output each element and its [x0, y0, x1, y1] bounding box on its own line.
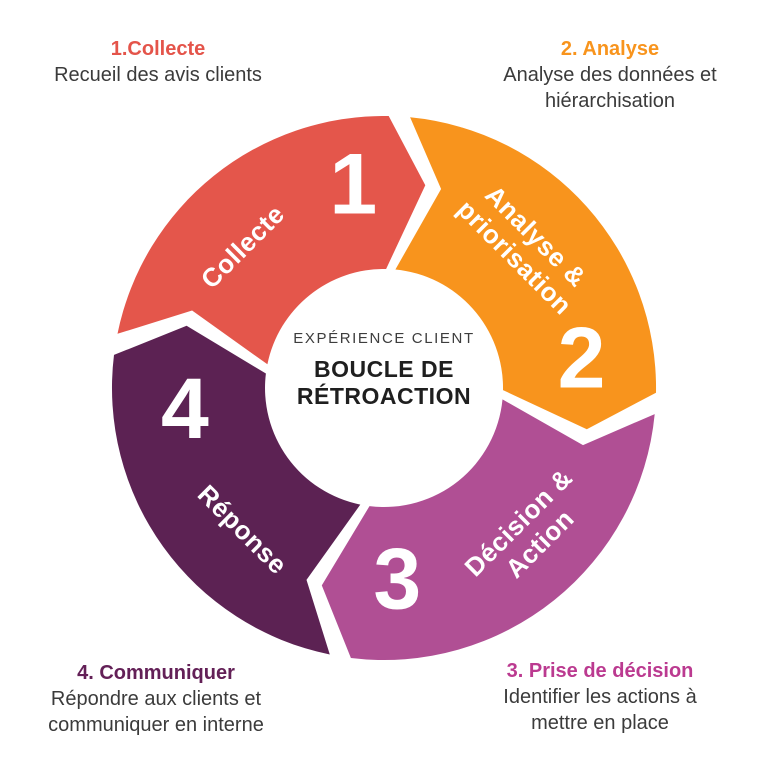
segment-number-reponse: 4	[161, 361, 209, 457]
segment-analyse	[395, 117, 657, 430]
annotation-top-right: 2. Analyse Analyse des données et hiérar…	[492, 36, 728, 114]
annotation-body-communiquer: Répondre aux clients et communiquer en i…	[48, 688, 264, 736]
segment-collecte	[117, 115, 426, 365]
annotation-bottom-right: 3. Prise de décision Identifier les acti…	[480, 658, 720, 736]
annotation-title-analyse: 2. Analyse	[560, 38, 660, 60]
annotation-body-decision: Identifier les actions à mettre en place	[503, 686, 697, 734]
center-title-block: EXPÉRIENCE CLIENT BOUCLE DE RÉTROACTION	[244, 330, 524, 410]
annotation-title-decision: 3. Prise de décision	[506, 660, 694, 682]
annotation-bottom-left: 4. Communiquer Répondre aux clients et c…	[36, 660, 276, 738]
segment-number-analyse: 2	[558, 311, 606, 407]
annotation-title-communiquer: 4. Communiquer	[77, 662, 235, 684]
segment-number-decision: 3	[373, 531, 421, 627]
center-title: BOUCLE DE RÉTROACTION	[296, 356, 472, 409]
segment-number-collecte: 1	[329, 136, 377, 232]
annotation-body-analyse: Analyse des données et hiérarchisation	[503, 64, 717, 112]
annotation-title-collecte: 1.Collecte	[110, 38, 206, 60]
center-eyebrow: EXPÉRIENCE CLIENT	[293, 330, 475, 347]
segment-decision	[321, 399, 655, 661]
annotation-top-left: 1.Collecte Recueil des avis clients	[38, 36, 278, 88]
segment-reponse	[111, 325, 361, 655]
annotation-body-collecte: Recueil des avis clients	[54, 64, 262, 86]
